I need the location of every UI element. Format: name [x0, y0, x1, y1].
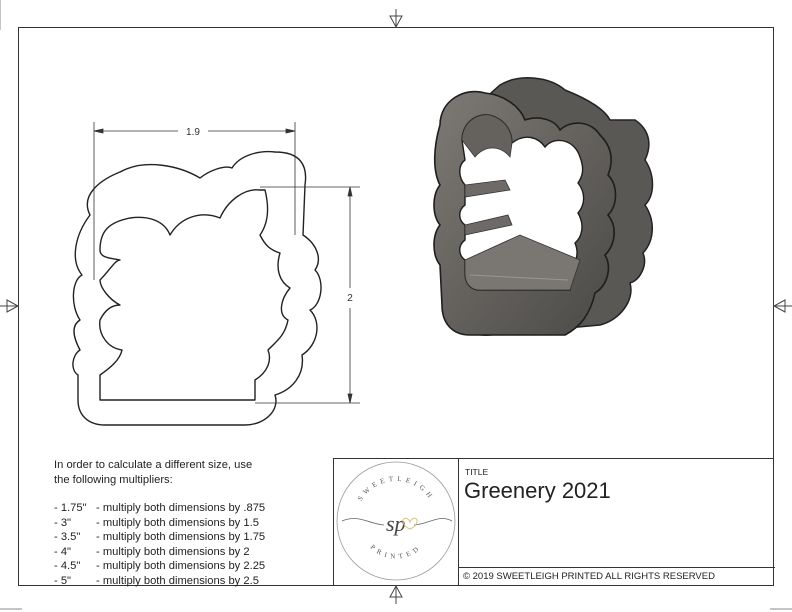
instructions-intro-line1: In order to calculate a different size, … — [54, 459, 253, 471]
isometric-view — [433, 77, 654, 336]
outline-view: 1.9 2 — [72, 122, 360, 426]
multiplier-row: - 3.5"- multiply both dimensions by 1.75 — [54, 531, 266, 543]
resize-instructions: In order to calculate a different size, … — [54, 458, 265, 588]
height-dimension-label: 2 — [347, 293, 353, 304]
outer-contour — [72, 150, 322, 426]
sweetleigh-logo: SWEETLEIGH PRINTED sp — [336, 461, 456, 581]
copyright-notice: © 2019 SWEETLEIGH PRINTED ALL RIGHTS RES… — [459, 567, 775, 587]
multiplier-row: - 5"- multiply both dimensions by 2.5 — [54, 574, 259, 587]
instructions-intro-line2: the following multipliers: — [54, 473, 173, 486]
multiplier-row: - 3"- multiply both dimensions by 1.5 — [54, 516, 259, 529]
title-label: TITLE — [465, 467, 489, 477]
bottom-center-arrow-icon — [389, 584, 403, 604]
multiplier-row: - 4"- multiply both dimensions by 2 — [54, 545, 250, 558]
right-center-arrow-icon — [772, 299, 792, 313]
multiplier-row: - 4.5"- multiply both dimensions by 2.25 — [54, 560, 266, 572]
svg-text:sp: sp — [386, 511, 406, 536]
top-center-arrow-icon — [389, 9, 403, 29]
svg-text:SWEETLEIGH: SWEETLEIGH — [356, 475, 436, 503]
title-block: SWEETLEIGH PRINTED sp TITLE Greenery 202… — [333, 458, 775, 587]
logo-cell: SWEETLEIGH PRINTED sp — [334, 459, 459, 586]
drawing-title: Greenery 2021 — [464, 478, 611, 503]
svg-text:PRINTED: PRINTED — [369, 543, 424, 561]
multiplier-row: - 1.75"- multiply both dimensions by .87… — [54, 502, 266, 514]
width-dimension-label: 1.9 — [186, 127, 200, 138]
left-center-arrow-icon — [0, 299, 20, 313]
inner-contour — [99, 189, 291, 401]
